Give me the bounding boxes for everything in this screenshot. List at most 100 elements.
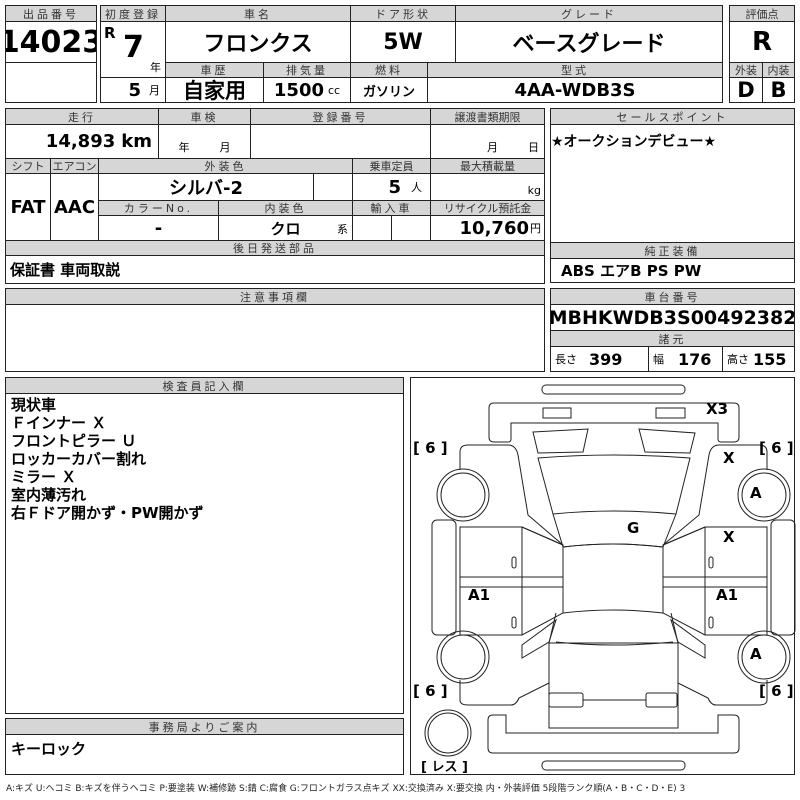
mileage-unit: km (121, 131, 152, 152)
recycle-label: リサイクル預託金 (430, 200, 545, 216)
chassis-number: MBHKWDB3S00492382 (550, 304, 795, 331)
spare-tire (424, 709, 472, 757)
reg-year: 7 (123, 30, 144, 65)
rear-bumper (487, 714, 740, 754)
ext-color-label: 外装色 (98, 158, 353, 174)
mileage-cell: 14,893 km (5, 124, 159, 159)
tire-tread-rf: [ 6 ] (759, 439, 794, 457)
height-cell: 高さ 155 (722, 346, 795, 372)
reg-number-label: 登録番号 (250, 108, 431, 125)
transfer-label: 譲渡書類期限 (430, 108, 545, 125)
height-label: 高さ (727, 353, 749, 366)
wheel-right-front (737, 468, 791, 522)
capacity-unit: 人 (411, 181, 422, 194)
mark-rf-fender: X (723, 449, 735, 467)
length: 399 (589, 349, 623, 369)
later-parts: 保証書 車両取説 (5, 255, 545, 284)
int-score-label: 内装 (762, 62, 795, 78)
door-handle (708, 556, 714, 569)
car-name: フロンクス (165, 21, 351, 63)
tire-tread-lr: [ 6 ] (413, 682, 448, 700)
recycle-fee: 10,760 (459, 217, 529, 239)
color-no: - (98, 215, 219, 241)
specs-label: 諸元 (550, 330, 795, 347)
front-fender-right (662, 444, 768, 546)
wheel-left-rear (436, 630, 490, 684)
mark-rf-wheel: A (750, 484, 762, 502)
int-color-cell: クロ 系 (218, 215, 353, 241)
max-load-unit: kg (527, 184, 541, 197)
wheel-right-rear (737, 630, 791, 684)
width: 176 (678, 349, 712, 369)
door-handle (511, 556, 517, 569)
lot-label: 出品番号 (5, 5, 97, 22)
inspector-line: フロントピラー Ｕ (11, 432, 137, 450)
door-type: 5W (350, 21, 456, 63)
reg-month: 5 (128, 79, 141, 101)
ext-color-extra (313, 173, 353, 201)
recycle-unit: 円 (530, 222, 541, 235)
mark-lr-door: A1 (468, 586, 491, 604)
history: 自家用 (165, 77, 264, 103)
mark-rr-wheel: A (750, 645, 762, 663)
sales-point-label: セールスポイント (550, 108, 795, 125)
windshield (537, 454, 691, 515)
inspector-line: ミラー Ｘ (11, 468, 77, 486)
car-outline (424, 384, 796, 771)
front-bumper-bar (541, 384, 686, 395)
office-note: キーロック (5, 734, 404, 775)
width-label: 幅 (653, 353, 664, 366)
height: 155 (753, 349, 787, 369)
inspection-cell: 年 月 (158, 124, 251, 159)
length-label: 長さ (555, 353, 577, 366)
tail-lamp-right (645, 692, 678, 708)
spare-tire-label: [ レス ] (421, 760, 468, 775)
int-color-label: 内装色 (218, 200, 353, 216)
model-code-label: 型式 (427, 62, 723, 78)
mark-front-bumper: X3 (706, 400, 729, 418)
width-cell: 幅 176 (648, 346, 723, 372)
history-label: 車歴 (165, 62, 264, 78)
transfer-cell: 月 日 (430, 124, 545, 159)
tire-tread-rr: [ 6 ] (759, 682, 794, 700)
ext-score-label: 外装 (729, 62, 763, 78)
notes-body (5, 304, 545, 372)
car-name-label: 車名 (165, 5, 351, 22)
rear-bumper-bar (541, 760, 686, 771)
doors-left (459, 526, 564, 636)
fuel-label: 燃料 (350, 62, 428, 78)
wheel-left-front (436, 468, 490, 522)
aircon: AAC (50, 173, 99, 241)
a-pillars (552, 513, 677, 548)
import-cell-b (391, 215, 431, 241)
import-label: 輸入車 (352, 200, 431, 216)
doors-right (662, 526, 768, 636)
roof (562, 543, 664, 614)
ext-color: シルバ-2 (98, 173, 314, 201)
equipment-label: 純正装備 (550, 242, 795, 259)
mark-rf-door: X (723, 528, 735, 546)
notes-label: 注意事項欄 (5, 288, 545, 305)
max-load-label: 最大積載量 (430, 158, 545, 174)
capacity-label: 乗車定員 (352, 158, 431, 174)
displacement-label: 排気量 (263, 62, 351, 78)
displacement-cell: 1500 cc (263, 77, 351, 103)
tire-tread-lf: [ 6 ] (413, 439, 448, 457)
fog-lamp-left (542, 407, 572, 419)
transfer-month-unit: 月 (487, 141, 498, 154)
side-skirt-right (770, 519, 796, 636)
later-parts-label: 後日発送部品 (5, 240, 545, 256)
headlight-right (638, 428, 696, 454)
first-reg-month-cell: 5 月 (100, 77, 166, 103)
length-cell: 長さ 399 (550, 346, 649, 372)
fuel: ガソリン (350, 77, 428, 103)
door-handle (708, 616, 714, 629)
int-color: クロ (270, 219, 301, 238)
int-color-unit: 系 (337, 223, 348, 236)
inspector-notes: 現状車 Ｆインナー Ｘ フロントピラー Ｕ ロッカーカバー割れ ミラー Ｘ 室内… (5, 393, 404, 714)
rear-fender-left (459, 618, 557, 706)
rear-window (548, 612, 679, 644)
rear-fender-right (670, 618, 768, 706)
era: R (104, 24, 116, 42)
front-fender-left (459, 444, 564, 546)
